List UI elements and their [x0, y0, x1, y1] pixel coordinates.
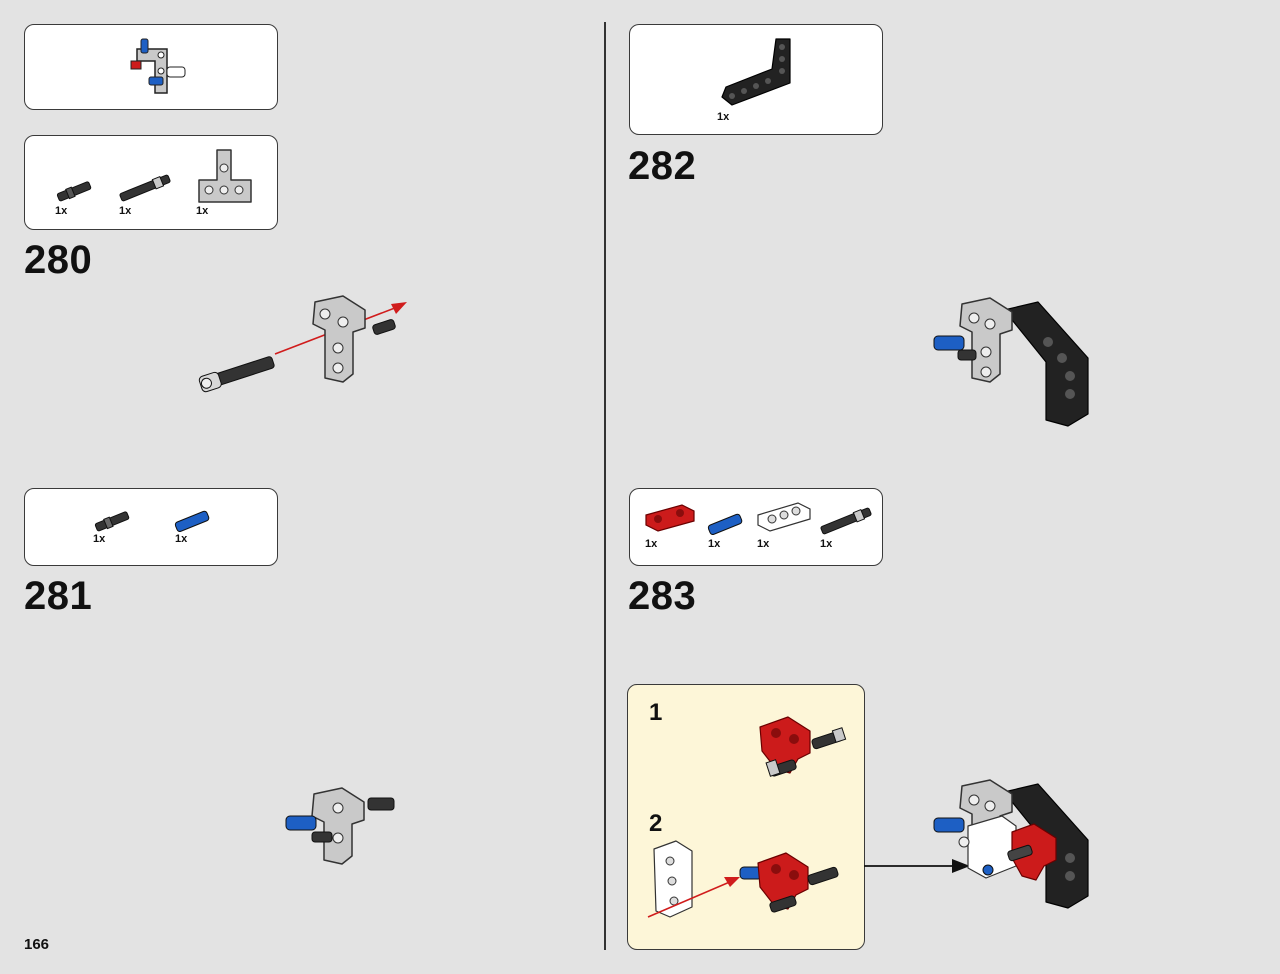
- step-number: 283: [628, 574, 697, 618]
- step-281-illustration: [285, 787, 395, 865]
- step-280-parts-box: 1x 1x 1x: [24, 135, 278, 230]
- page-divider: [604, 22, 606, 950]
- part-qty: 1x: [645, 538, 658, 550]
- part-l-beam-black: [721, 38, 791, 106]
- part-qty: 1x: [708, 538, 721, 550]
- step-283-illustration: [933, 779, 1089, 909]
- part-long-pin-black: [820, 507, 872, 535]
- callout-arrow: [864, 859, 970, 873]
- part-cross-block-red: [645, 504, 695, 532]
- part-qty: 1x: [175, 533, 188, 545]
- part-axle-pin-black: [56, 181, 92, 202]
- sub-step-number: 1: [649, 699, 663, 726]
- step-280-illustration: [198, 295, 407, 393]
- sub-step-number: 2: [649, 810, 663, 837]
- step-number: 280: [24, 238, 93, 282]
- step-283-parts-box: 1x 1x 1x 1x: [629, 488, 883, 566]
- part-beam-white: [757, 502, 811, 532]
- step-281-parts-box: 1x 1x: [24, 488, 278, 566]
- part-axle-pin-black: [94, 511, 130, 532]
- previous-model-illustration: [130, 38, 186, 94]
- part-long-pin-black: [119, 174, 171, 202]
- step-number: 281: [24, 574, 93, 618]
- previous-model-box: [24, 24, 278, 110]
- sub-step-2-illustration: [647, 840, 839, 918]
- sub-assembly-box: 1 2: [627, 684, 865, 950]
- part-qty: 1x: [196, 205, 209, 217]
- part-qty: 1x: [55, 205, 68, 217]
- part-pin-blue: [174, 510, 210, 532]
- sub-step-1-illustration: [759, 716, 847, 777]
- page-number: 166: [24, 936, 50, 953]
- part-qty: 1x: [717, 111, 730, 123]
- step-282-illustration: [933, 297, 1089, 427]
- part-qty: 1x: [119, 205, 132, 217]
- part-t-beam-gray: [198, 149, 252, 203]
- step-282-parts-box: 1x: [629, 24, 883, 135]
- part-qty: 1x: [757, 538, 770, 550]
- part-pin-blue: [707, 513, 743, 535]
- part-qty: 1x: [820, 538, 833, 550]
- step-number: 282: [628, 144, 697, 188]
- part-qty: 1x: [93, 533, 106, 545]
